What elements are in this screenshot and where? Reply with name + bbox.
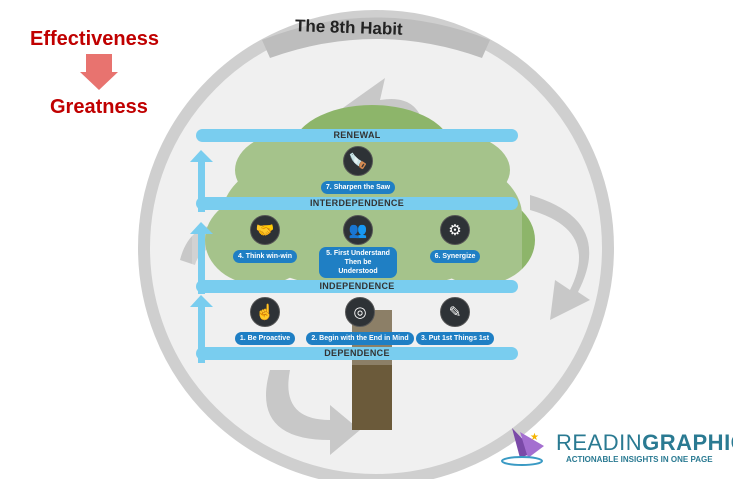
level-up-arrows <box>190 150 213 363</box>
svg-text:★: ★ <box>530 432 539 443</box>
greatness-label: Greatness <box>50 96 148 118</box>
pointing-hand-icon: ☝ <box>250 297 280 327</box>
tree-trunk <box>352 310 392 430</box>
logo-tagline: ACTIONABLE INSIGHTS IN ONE PAGE <box>566 455 713 464</box>
people-icon: 👥 <box>343 215 373 245</box>
down-arrow-icon <box>80 72 118 90</box>
readinggraphics-logo: READINGRAPHICS <box>556 430 733 455</box>
checklist-icon: ✎ <box>440 297 470 327</box>
habit-1: ☝1. Be Proactive <box>205 297 325 345</box>
readinggraphics-logo-icon: ★ <box>501 428 544 466</box>
saw-icon: 🪚 <box>343 146 373 176</box>
habit-5: 👥5. First Understand Then be Understood <box>298 215 418 278</box>
habit-4: 🤝4. Think win-win <box>205 215 325 263</box>
cycle-arrow-bottom <box>266 370 360 455</box>
level-dependence: DEPENDENCE <box>196 347 518 360</box>
habit-7: 🪚7. Sharpen the Saw <box>298 146 418 194</box>
handshake-icon: 🤝 <box>250 215 280 245</box>
habit-3: ✎3. Put 1st Things 1st <box>395 297 515 345</box>
synergy-icon: ⚙ <box>440 215 470 245</box>
cycle-arrow-top <box>340 78 425 180</box>
level-renewal: RENEWAL <box>196 129 518 142</box>
level-interdependence: INTERDEPENDENCE <box>196 197 518 210</box>
habit-6: ⚙6. Synergize <box>395 215 515 263</box>
title-banner <box>262 17 490 58</box>
head-target-icon: ◎ <box>345 297 375 327</box>
eighth-habit-title: The 8th Habit <box>294 16 403 39</box>
level-independence: INDEPENDENCE <box>196 280 518 293</box>
effectiveness-label: Effectiveness <box>30 28 159 50</box>
cycle-arrow-right <box>530 195 590 320</box>
arrow-shaft <box>86 54 112 74</box>
habit-2: ◎2. Begin with the End in Mind <box>300 297 420 345</box>
